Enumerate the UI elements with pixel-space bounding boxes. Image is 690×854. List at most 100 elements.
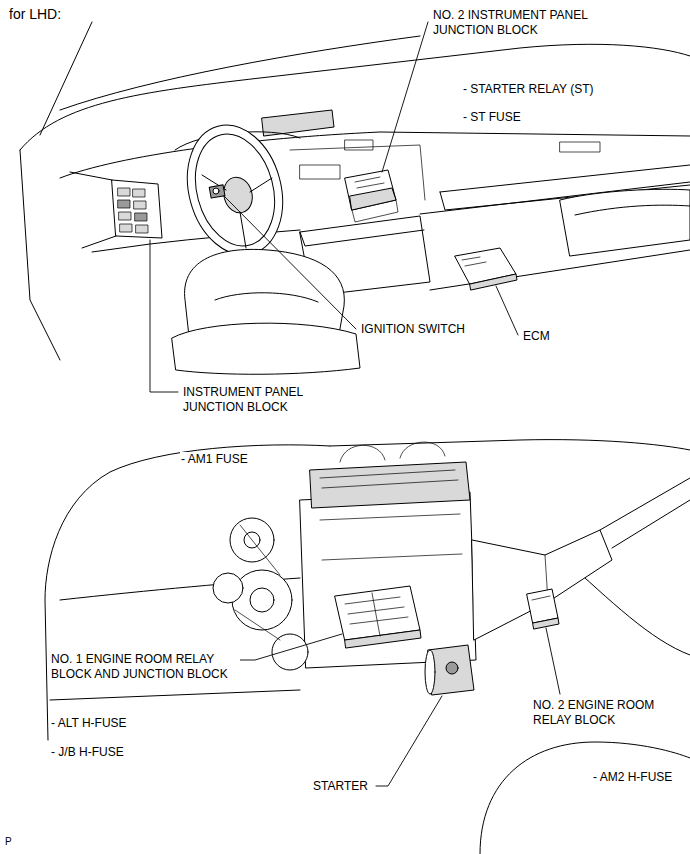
transmission [472,530,612,640]
cabin-outline [440,165,690,192]
instrument-panel-junction-block-symbol [134,201,146,209]
label-wrap: - STARTER RELAY (ST) [462,82,594,97]
passenger-seat [560,189,690,256]
label-wrap: NO. 2 ENGINE ROOM RELAY BLOCK [532,698,682,728]
instrument-panel-junction-block-symbol [118,188,130,196]
label-wrap: STARTER [312,779,369,794]
engine-assembly [300,492,476,668]
leader-line [224,196,356,329]
leader-line [382,22,428,172]
sub-item: - AM1 FUSE [180,452,249,467]
engine-assembly [232,570,292,630]
instrument-panel-junction-block-symbol [70,172,116,248]
driver-seat [172,323,360,374]
part-name: ECM [522,329,551,344]
passenger-seat [560,189,690,256]
cabin-outline [20,150,60,360]
engine-assembly [320,470,458,488]
no2-instrument-panel-junction-block-symbol [350,188,396,210]
label-wrap: - ALT H-FUSE [50,716,128,731]
sub-item: - ST FUSE [462,110,522,125]
no1-engine-room-relay-block-symbol [372,593,380,636]
label-wrap: P [4,836,13,849]
no1-engine-room-relay-block-symbol [345,597,408,624]
sub-item: - STARTER RELAY (ST) [462,82,594,97]
steering-wheel [202,175,272,248]
no2-engine-room-relay-block-symbol [527,589,558,623]
engine-assembly [250,588,274,612]
leader-line [376,696,442,786]
body-outline [45,440,690,854]
ignition-switch-symbol [213,188,219,194]
steering-wheel [184,125,287,255]
cabin-outline [60,36,420,110]
heading-wrap: for LHD: [8,6,62,24]
label-wrap: - AM1 FUSE [180,452,249,467]
driver-seat [215,293,318,302]
body-outline [330,440,690,450]
transmission [472,478,690,640]
dashboard-details [300,165,340,179]
no2-engine-room-relay-block-symbol [532,596,550,600]
label-wrap: NO. 1 ENGINE ROOM RELAY BLOCK AND JUNCTI… [50,652,240,682]
label-wrap: - AM2 H-FUSE [592,770,673,785]
ecm-symbol [470,274,517,290]
label-wrap: - ST FUSE [462,110,522,125]
engine-assembly [213,442,476,670]
no1-engine-room-relay-block-symbol [345,630,421,648]
instrument-panel-junction-block-symbol [120,224,132,232]
leader-line [222,628,560,786]
ignition-switch-symbol [209,185,225,198]
body-outline [480,742,690,854]
instrument-panel-junction-block-symbol [135,213,147,221]
cabin-outline [40,22,92,135]
no2-engine-room-relay-block-symbol [533,618,559,629]
leader-line [150,240,178,392]
part-name: STARTER [312,779,369,794]
leader-line [150,22,518,392]
no2-instrument-panel-junction-block-symbol [345,170,398,222]
leader-line [546,628,560,694]
instrument-panel-junction-block-symbol [133,189,145,197]
instrument-panel-junction-block-symbol [118,200,130,208]
label-wrap: - J/B H-FUSE [50,745,125,760]
part-name: IGNITION SWITCH [360,322,466,337]
instrument-panel-junction-block-symbol [119,212,131,220]
no2-instrument-panel-junction-block-symbol [345,170,396,210]
starter-symbol [425,645,474,695]
transmission [600,478,690,548]
leader-line [496,286,518,335]
sub-item: - ALT H-FUSE [50,716,128,731]
cabin-outline [20,44,690,150]
label-wrap: ECM [522,329,551,344]
figure-heading: for LHD: [8,6,62,24]
no1-engine-room-relay-block-symbol [335,586,421,648]
engine-assembly [320,514,462,560]
no2-instrument-panel-junction-block-symbol [355,177,384,188]
engine-assembly [235,525,280,640]
starter-symbol [446,662,458,674]
steering-wheel [173,114,296,265]
instrument-panel-junction-block-symbol [136,225,148,233]
instrument-panel-junction-block-symbol [112,180,162,238]
sub-item: - AM2 H-FUSE [592,770,673,785]
part-name: NO. 1 ENGINE ROOM RELAY BLOCK AND JUNCTI… [50,652,240,682]
engine-assembly [272,634,308,670]
ecm-symbol [462,257,486,266]
body-outline [45,445,330,740]
label-wrap: IGNITION SWITCH [360,322,466,337]
figure-code: P [4,836,13,849]
part-name: NO. 2 INSTRUMENT PANEL JUNCTION BLOCK [432,8,622,38]
cabin-outline [20,22,690,360]
leader-line [222,634,342,660]
no2-instrument-panel-junction-block-symbol [352,200,398,222]
sub-item: - J/B H-FUSE [50,745,125,760]
cabin-outline [60,132,690,178]
label-wrap: NO. 2 INSTRUMENT PANEL JUNCTION BLOCK [432,8,622,38]
starter-symbol [425,650,435,694]
dashboard-details [560,142,600,152]
instrument-panel-junction-block-symbol [70,172,162,248]
dashboard-details [345,140,373,150]
passenger-seat [575,205,690,215]
